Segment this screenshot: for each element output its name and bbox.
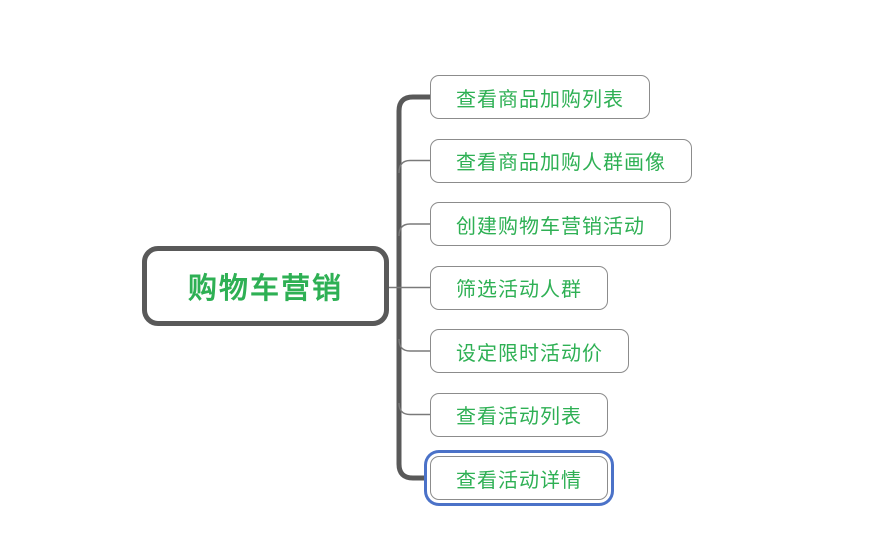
root-topic-node[interactable]: 购物车营销 xyxy=(142,246,389,326)
child-topic-label: 筛选活动人群 xyxy=(456,279,582,301)
child-topic-label: 查看活动详情 xyxy=(456,469,582,492)
child-topic-label: 查看活动列表 xyxy=(456,406,582,428)
connector-line xyxy=(398,223,430,237)
child-topic-node[interactable]: 查看活动详情 xyxy=(430,456,608,500)
child-topic-node[interactable]: 查看活动列表 xyxy=(430,392,608,437)
child-topic-label: 查看商品加购列表 xyxy=(456,88,624,111)
root-topic-label: 购物车营销 xyxy=(187,273,343,305)
child-topic-node[interactable]: 查看商品加购列表 xyxy=(430,75,650,119)
connector-line xyxy=(398,338,430,352)
child-topic-node[interactable]: 创建购物车营销活动 xyxy=(430,202,671,246)
child-topic-node[interactable]: 查看商品加购人群画像 xyxy=(430,138,692,183)
connector-line xyxy=(398,159,430,174)
child-topic-label: 创建购物车营销活动 xyxy=(456,215,645,238)
connector-line xyxy=(398,402,430,416)
child-topic-node[interactable]: 筛选活动人群 xyxy=(430,265,608,310)
child-topic-label: 查看商品加购人群画像 xyxy=(456,152,666,174)
child-topic-label: 设定限时活动价 xyxy=(456,342,603,365)
child-topic-node[interactable]: 设定限时活动价 xyxy=(430,329,629,373)
